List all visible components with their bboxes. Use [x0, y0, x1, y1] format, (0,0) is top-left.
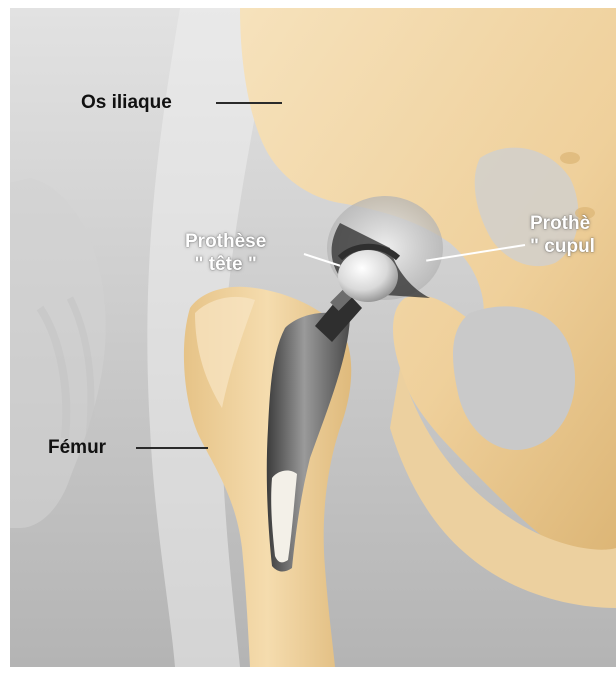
femur-label: Fémur	[48, 438, 106, 457]
head-prosthesis-label: Prothèse " tête "	[185, 232, 266, 274]
cup-prosthesis-label-line1: Prothè	[530, 214, 595, 233]
hip-prosthesis-illustration: Os iliaque Prothèse " tête " Prothè " cu…	[10, 8, 616, 667]
cup-prosthesis-label: Prothè " cupul	[530, 214, 595, 256]
head-prosthesis-label-line1: Prothèse	[185, 232, 266, 251]
head-prosthesis-label-line2: " tête "	[185, 255, 266, 274]
femur-leader-line	[136, 447, 208, 449]
cup-prosthesis-label-line2: " cupul	[530, 237, 595, 256]
iliac-bone-label: Os iliaque	[81, 93, 172, 112]
prosthetic-head	[338, 250, 398, 302]
iliac-bone-leader-line	[216, 102, 282, 104]
